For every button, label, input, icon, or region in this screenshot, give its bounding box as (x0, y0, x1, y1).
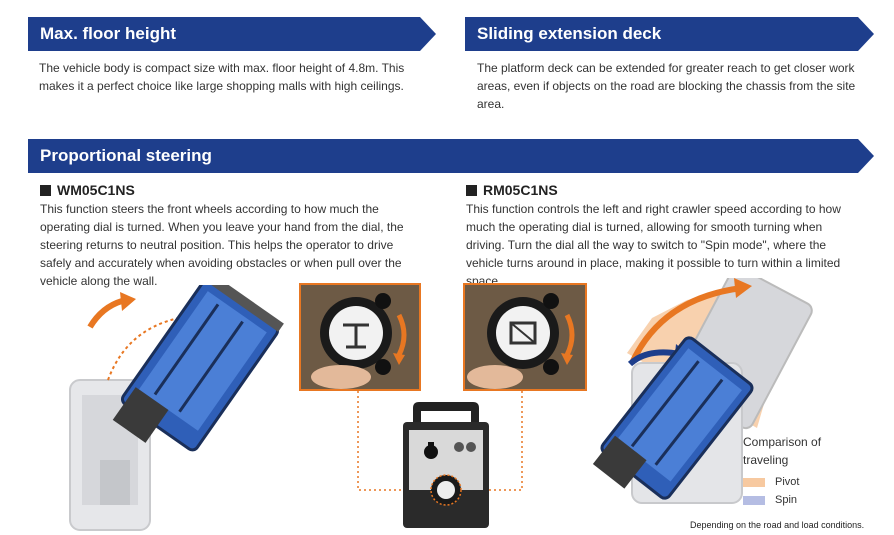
control-panel-image (403, 402, 489, 528)
rm-dial-photo (463, 283, 587, 391)
footnote: Depending on the road and load condition… (690, 520, 865, 530)
rm-description: This function controls the left and righ… (466, 202, 841, 288)
square-bullet-icon (466, 185, 477, 196)
wm-model-heading: WM05C1NS (40, 182, 135, 198)
legend-title: Comparison of traveling (743, 435, 822, 467)
section-title: Proportional steering (40, 146, 212, 165)
section-title: Sliding extension deck (477, 24, 662, 43)
wm-vehicle-illustration (69, 285, 284, 531)
dial-hand-image (301, 285, 419, 389)
square-bullet-icon (40, 185, 51, 196)
legend-label-pivot: Pivot (775, 476, 800, 488)
section-banner-sliding-deck: Sliding extension deck (465, 17, 874, 51)
sliding-deck-text: The platform deck can be extended for gr… (477, 61, 856, 111)
wm-dial-photo (299, 283, 421, 391)
section-title: Max. floor height (40, 24, 176, 43)
wm-model-label: WM05C1NS (57, 182, 135, 198)
wm-description: This function steers the front wheels ac… (40, 202, 404, 288)
legend-swatch-spin (743, 496, 765, 505)
dial-hand-image (465, 285, 585, 389)
rm-model-label: RM05C1NS (483, 182, 558, 198)
rm-vehicle-illustration (592, 278, 813, 504)
rm-model-heading: RM05C1NS (466, 182, 558, 198)
floor-height-text: The vehicle body is compact size with ma… (39, 61, 405, 93)
legend-swatch-pivot (743, 478, 765, 487)
section-banner-floor-height: Max. floor height (28, 17, 436, 51)
section-banner-proportional-steering: Proportional steering (28, 139, 874, 173)
legend-label-spin: Spin (775, 494, 798, 506)
